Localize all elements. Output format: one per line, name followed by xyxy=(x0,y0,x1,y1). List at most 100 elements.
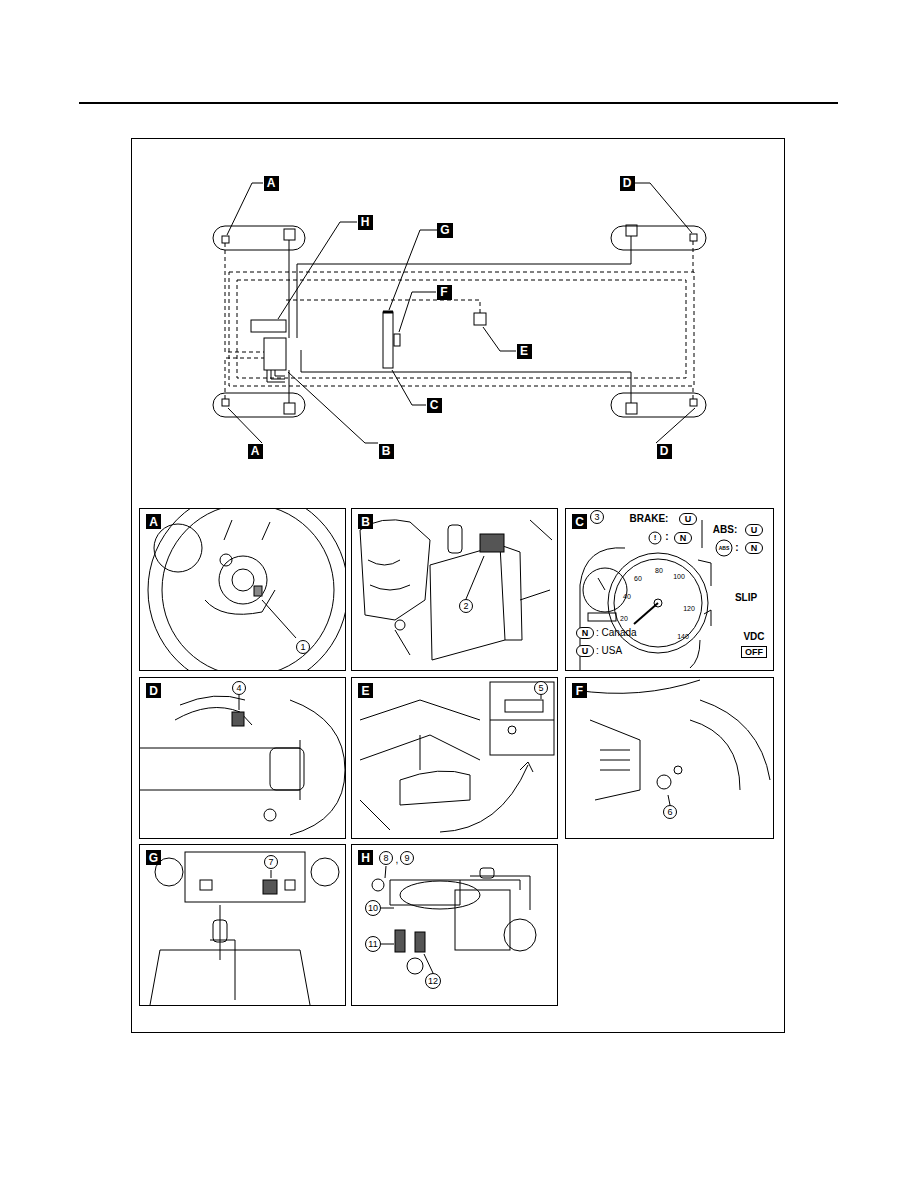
indicator-label: VDC xyxy=(743,632,764,642)
callout-number: 9 xyxy=(400,851,414,865)
callout-number: 6 xyxy=(663,805,677,819)
mark-text: N xyxy=(751,544,758,553)
location-tag: D xyxy=(620,176,635,191)
panel-tag: A xyxy=(146,514,161,529)
callout-number: 5 xyxy=(534,681,548,695)
mark-text: 12 xyxy=(428,977,438,986)
location-tag: C xyxy=(427,398,442,413)
gauge-number: 40 xyxy=(623,593,631,600)
mark-text: 3 xyxy=(594,513,599,522)
panel-letter: G xyxy=(149,852,158,864)
callout-number: 4 xyxy=(232,681,246,695)
mark-text: OFF xyxy=(745,648,763,657)
vehicle-layout xyxy=(213,183,706,443)
region-mark: N xyxy=(674,532,692,544)
tag-letter: D xyxy=(660,445,669,457)
mark-text: 7 xyxy=(268,858,273,867)
panel-tag: C xyxy=(572,514,587,529)
region-mark: U xyxy=(576,645,594,657)
detail-panel: G7 xyxy=(139,844,346,1006)
panel-letter: D xyxy=(149,685,158,697)
callout-number: 10 xyxy=(365,900,381,916)
location-tag: B xyxy=(379,444,394,459)
mark-text: 8 xyxy=(383,854,388,863)
legend-text: : Canada xyxy=(596,628,637,638)
indicator-label: BRAKE: xyxy=(630,514,669,524)
callout-number: 8 xyxy=(379,851,393,865)
dashboard-sketch xyxy=(575,680,770,805)
front-wheel-sketch xyxy=(148,508,346,671)
callout-number: 7 xyxy=(264,855,278,869)
header-rule xyxy=(79,102,838,104)
mark-text: 6 xyxy=(667,808,672,817)
gauge-number: 60 xyxy=(634,575,642,582)
location-tag: F xyxy=(437,285,452,300)
panel-letter: E xyxy=(361,685,369,697)
engine-room-sketch xyxy=(360,520,552,660)
mark-text: 10 xyxy=(368,904,378,913)
panel-tag: F xyxy=(572,683,587,698)
callout-number: 2 xyxy=(459,599,473,613)
panel-letter: A xyxy=(149,516,158,528)
detail-panel: B2 xyxy=(351,508,558,671)
detail-panel: E5 xyxy=(351,677,558,839)
location-tag: A xyxy=(264,176,279,191)
location-tag: H xyxy=(358,215,373,230)
tag-letter: F xyxy=(440,286,447,298)
separator: , xyxy=(396,855,399,865)
gauge-number: 100 xyxy=(673,573,685,580)
detail-panel: D4 xyxy=(139,677,346,839)
panel-letter: F xyxy=(576,685,583,697)
abs-symbol: ABS xyxy=(719,546,730,551)
callout-number: 11 xyxy=(365,936,381,952)
mark-text: 4 xyxy=(236,684,241,693)
location-tag: D xyxy=(657,444,672,459)
panel-letter: C xyxy=(575,516,584,528)
separator: : xyxy=(665,532,668,542)
indicator-label: ABS: xyxy=(713,525,737,535)
separator: : xyxy=(735,543,738,553)
mark-text: U xyxy=(582,647,589,656)
location-tag: E xyxy=(517,344,532,359)
callout-number: 3 xyxy=(590,510,604,524)
gauge-number: 140 xyxy=(677,633,689,640)
panel-tag: G xyxy=(146,850,161,865)
location-tag: G xyxy=(437,223,453,238)
mark-text: 1 xyxy=(300,643,305,652)
indicator-label: SLIP xyxy=(735,593,757,603)
tag-letter: E xyxy=(520,345,528,357)
location-tag: A xyxy=(248,444,263,459)
panel-letter: B xyxy=(361,516,370,528)
panel-letter: H xyxy=(361,852,370,864)
region-mark: N xyxy=(745,542,763,554)
mark-text: 2 xyxy=(463,602,468,611)
mark-text: U xyxy=(751,526,758,535)
combination-meter-sketch xyxy=(580,520,732,670)
rear-axle-sketch xyxy=(139,695,345,835)
panel-tag: H xyxy=(358,850,373,865)
region-mark: U xyxy=(745,524,763,536)
console-sketch xyxy=(360,682,554,832)
gauge-number: 80 xyxy=(655,567,663,574)
gauge-number: 20 xyxy=(620,615,628,622)
mark-text: N xyxy=(680,534,687,543)
mark-text: U xyxy=(685,515,692,524)
region-mark: U xyxy=(679,513,697,525)
outer-frame xyxy=(132,139,785,1033)
region-mark: N xyxy=(576,627,594,639)
panel-tag: E xyxy=(358,683,373,698)
gauge-number: 120 xyxy=(683,605,695,612)
tag-letter: A xyxy=(267,177,276,189)
tag-letter: C xyxy=(430,399,439,411)
tag-letter: B xyxy=(382,445,391,457)
mark-text: 9 xyxy=(404,854,409,863)
center-panel-sketch xyxy=(150,852,339,1005)
tag-letter: G xyxy=(440,224,449,236)
panel-tag: B xyxy=(358,514,373,529)
legend-text: : USA xyxy=(596,646,622,656)
tag-letter: A xyxy=(251,445,260,457)
detail-panel: F6 xyxy=(565,677,774,839)
mark-text: 5 xyxy=(538,684,543,693)
detail-panel: A1 xyxy=(139,508,346,671)
